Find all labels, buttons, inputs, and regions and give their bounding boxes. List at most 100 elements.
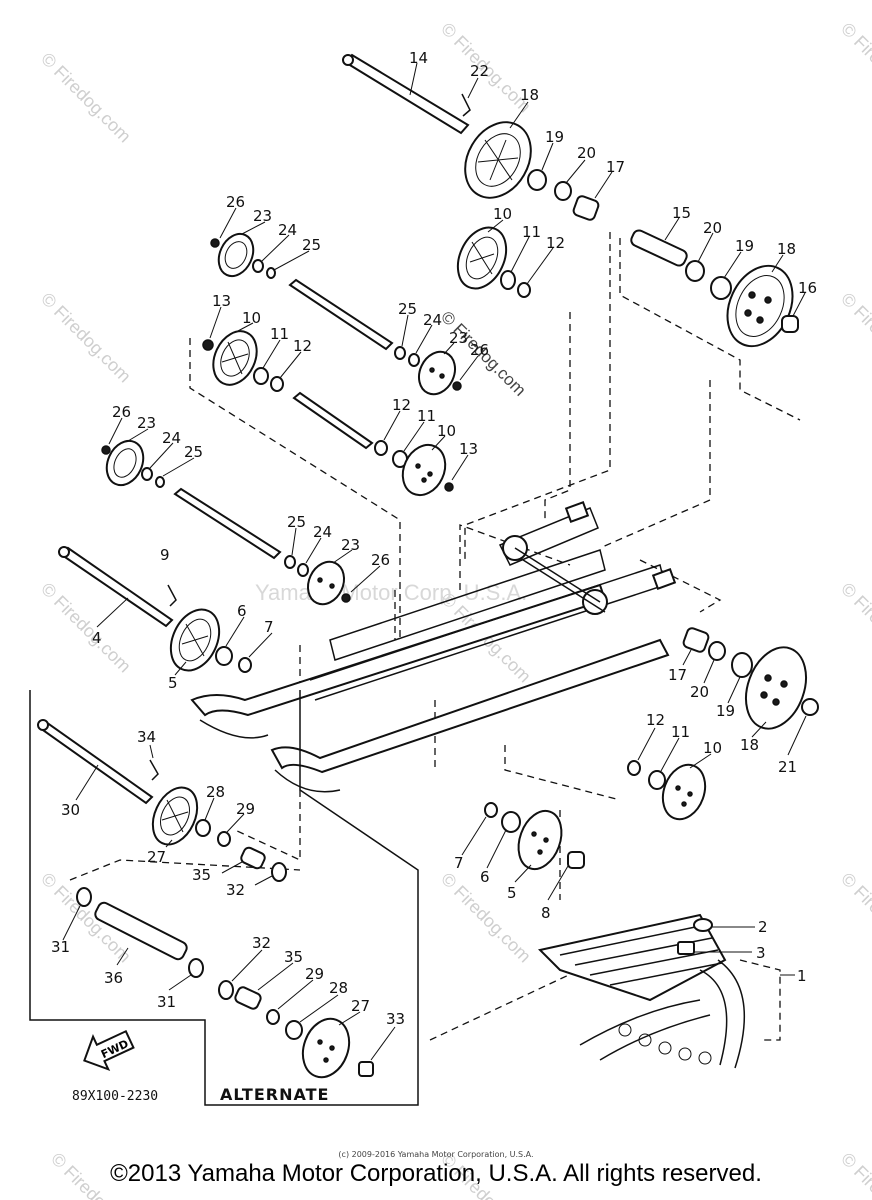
collar-17-top (572, 195, 600, 221)
callout-10: 10 (437, 422, 456, 440)
callout-19: 19 (545, 128, 564, 146)
leader-lines (62, 62, 807, 1061)
callout-24: 24 (162, 429, 181, 447)
collar-35-a (240, 846, 266, 870)
callout-32: 32 (252, 934, 271, 952)
ring-20-lower (708, 641, 726, 661)
bearing-24-b (408, 353, 420, 367)
callout-24: 24 (423, 311, 442, 329)
wheel-23-c (105, 439, 145, 487)
callout-36: 36 (104, 969, 123, 987)
clip-2 (693, 918, 713, 932)
shaft-36 (94, 901, 188, 961)
wheel-5-upper (169, 608, 221, 672)
callout-13: 13 (212, 292, 231, 310)
nut-26-b (452, 381, 462, 391)
callout-30: 30 (61, 801, 80, 819)
callout-19: 19 (716, 702, 735, 720)
ring-20-right (685, 260, 705, 282)
callout-21: 21 (778, 758, 797, 776)
bearing-28-a (195, 819, 211, 837)
washer-31-a (76, 887, 92, 907)
spring-pin-22 (461, 93, 471, 117)
idler-wheel-10-upper (456, 226, 508, 290)
callout-4: 4 (92, 629, 102, 647)
bearing-19-right (710, 276, 732, 300)
callout-26: 26 (226, 193, 245, 211)
callout-23: 23 (341, 536, 360, 554)
callout-12: 12 (293, 337, 312, 355)
bearing-11-lower (648, 770, 666, 790)
callout-6: 6 (237, 602, 247, 620)
idler-wheel-18-lower (745, 646, 807, 730)
callout-20: 20 (577, 144, 596, 162)
axle-upper-left (288, 278, 394, 351)
bearing-24-d (297, 563, 309, 577)
drawing-code: 89X100-2230 (72, 1089, 158, 1104)
alternate-label: ALTERNATE (220, 1085, 329, 1104)
callout-6: 6 (480, 868, 490, 886)
callout-23: 23 (137, 414, 156, 432)
washer-32-b (218, 980, 234, 1000)
washer-31-b (188, 958, 204, 978)
fwd-arrow-icon: FWD (83, 1029, 135, 1072)
shaft-30 (37, 719, 154, 805)
bearing-11-upper (500, 270, 516, 290)
callout-11: 11 (270, 325, 289, 343)
callout-10: 10 (703, 739, 722, 757)
callout-20: 20 (703, 219, 722, 237)
callout-12: 12 (646, 711, 665, 729)
callout-18: 18 (777, 240, 796, 258)
wheel-23-a (217, 232, 255, 278)
callout-13: 13 (459, 440, 478, 458)
callout-9: 9 (160, 546, 170, 564)
ring-25-d (284, 555, 296, 569)
ring-7-lower (484, 802, 498, 818)
bearing-24-a (252, 259, 264, 273)
callout-25: 25 (287, 513, 306, 531)
ring-29-a (217, 831, 231, 847)
watermark: © Firedog.com (37, 49, 135, 147)
callout-25: 25 (184, 443, 203, 461)
idler-wheel-18-top (464, 121, 532, 199)
track-assembly (537, 913, 745, 1069)
callout-18: 18 (520, 86, 539, 104)
callout-25: 25 (302, 236, 321, 254)
callout-16: 16 (798, 279, 817, 297)
callout-15: 15 (672, 204, 691, 222)
callout-27: 27 (147, 848, 166, 866)
callout-35: 35 (192, 866, 211, 884)
callout-35: 35 (284, 948, 303, 966)
watermarks: © Firedog.com © Firedog.com © Firedog.co… (37, 19, 872, 1200)
ring-12-a (270, 376, 284, 392)
callout-29: 29 (236, 800, 255, 818)
callout-12: 12 (392, 396, 411, 414)
callout-17: 17 (668, 666, 687, 684)
wheel-23-b (418, 350, 456, 396)
callout-22: 22 (470, 62, 489, 80)
nut-26-d (341, 593, 351, 603)
ring-25-c (155, 476, 165, 488)
callout-19: 19 (735, 237, 754, 255)
callout-7: 7 (454, 854, 464, 872)
idler-wheel-10-lower (661, 763, 707, 821)
callout-10: 10 (242, 309, 261, 327)
nut-26-a (210, 238, 220, 248)
bearing-19-top (527, 169, 547, 191)
callout-27: 27 (351, 997, 370, 1015)
bearing-19-lower (731, 652, 753, 678)
callout-20: 20 (690, 683, 709, 701)
callout-17: 17 (606, 158, 625, 176)
watermark-center: Yamaha Motor Corp. U.S.A. (255, 580, 527, 605)
callout-5: 5 (168, 674, 178, 692)
watermark: © Firedog.com (837, 579, 872, 677)
slide-rail-frame (190, 501, 677, 793)
nut-26-c (101, 445, 111, 455)
callout-2: 2 (758, 918, 768, 936)
small-copyright: (c) 2009-2016 Yamaha Motor Corporation, … (338, 1150, 534, 1159)
callout-11: 11 (522, 223, 541, 241)
axle-middle (292, 391, 374, 450)
ring-7-upper (238, 657, 252, 673)
callout-25: 25 (398, 300, 417, 318)
callout-24: 24 (313, 523, 332, 541)
